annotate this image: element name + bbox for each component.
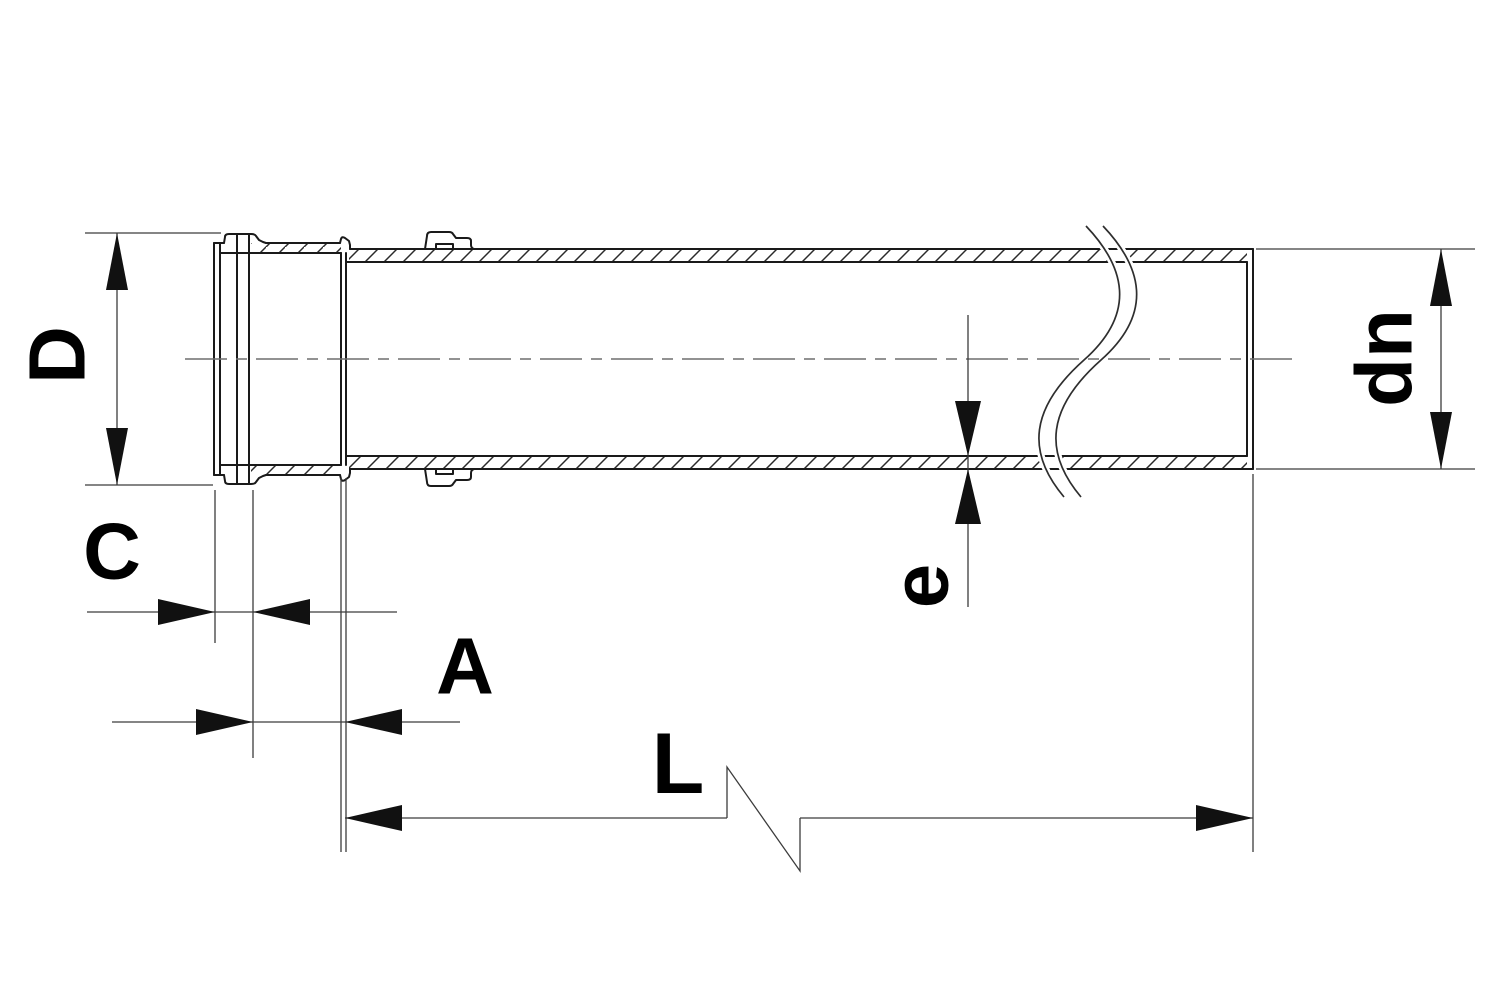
dim-L-arrow-left	[345, 805, 402, 831]
dim-label-dn: dn	[1340, 309, 1429, 407]
dim-A-arrow-left	[345, 709, 402, 735]
dim-C-arrow-right	[158, 599, 215, 625]
dim-dn-arrow-up	[1430, 249, 1452, 306]
pipe-clip-bottom-notch	[435, 468, 454, 475]
dim-label-e: e	[876, 564, 965, 609]
dim-label-A: A	[436, 622, 494, 711]
transition-lip-top	[339, 236, 351, 250]
pipe-geometry	[185, 223, 1295, 500]
dim-label-L: L	[652, 716, 705, 812]
dim-L-arrow-right	[1196, 805, 1253, 831]
socket-lug-bottom	[223, 474, 267, 485]
dimension-C: C	[83, 490, 397, 758]
dimension-dn: dn	[1256, 248, 1475, 470]
dim-label-D: D	[13, 326, 102, 384]
dimension-D: D	[13, 232, 221, 486]
dim-dn-arrow-down	[1430, 412, 1452, 469]
dim-D-arrow-down	[106, 428, 128, 485]
dim-C-arrow-left	[253, 599, 310, 625]
break-curve-1	[1038, 225, 1121, 498]
pipe-clip-top	[424, 231, 475, 250]
pipe-bottom-wall-hatch	[349, 456, 1247, 469]
break-curve-2	[1055, 225, 1138, 498]
dim-label-C: C	[83, 507, 141, 596]
dim-e-arrow-down	[955, 401, 981, 456]
dimension-L: L	[345, 474, 1254, 874]
dim-D-arrow-up	[106, 233, 128, 290]
dimension-e: e	[876, 315, 981, 609]
socket-bottom-wall-hatch	[251, 465, 341, 475]
dim-A-arrow-right	[196, 709, 253, 735]
pipe-top-wall-hatch	[349, 249, 1247, 262]
dim-L-break	[726, 764, 801, 874]
socket-top-wall-hatch	[251, 243, 341, 253]
dimension-A: A	[112, 478, 494, 852]
dim-e-arrow-up	[955, 469, 981, 524]
pipe-clip-top-notch	[435, 243, 454, 250]
break-gap	[1038, 226, 1137, 497]
socket-lug-top	[223, 233, 267, 244]
pipe-clip-bottom	[424, 468, 475, 487]
